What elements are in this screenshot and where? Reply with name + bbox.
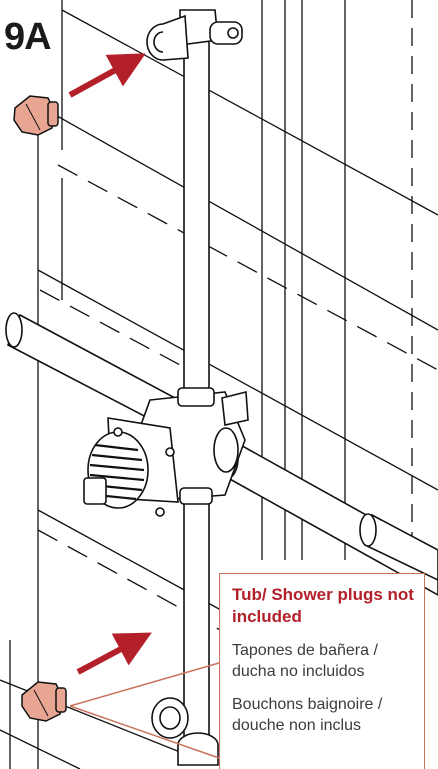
plugs-not-included-callout: Tub/ Shower plugs not included Tapones d…: [219, 573, 425, 769]
step-number: 9A: [4, 16, 52, 58]
bottom-plug: [21, 681, 67, 722]
bottom-elbow-fitting: [151, 697, 219, 766]
callout-french-text: Bouchons baignoire / douche non inclus: [232, 696, 383, 734]
top-plug-arrow: [68, 53, 146, 98]
mixing-valve: [83, 387, 249, 517]
callout-spanish-text: Tapones de bañera / ducha no incluidos: [232, 642, 378, 680]
top-plug: [13, 95, 59, 136]
callout-title: Tub/ Shower plugs not included: [232, 585, 414, 626]
callout-leaders: [69, 662, 220, 759]
top-elbow-fitting: [146, 9, 243, 61]
bottom-plug-arrow: [76, 632, 152, 675]
